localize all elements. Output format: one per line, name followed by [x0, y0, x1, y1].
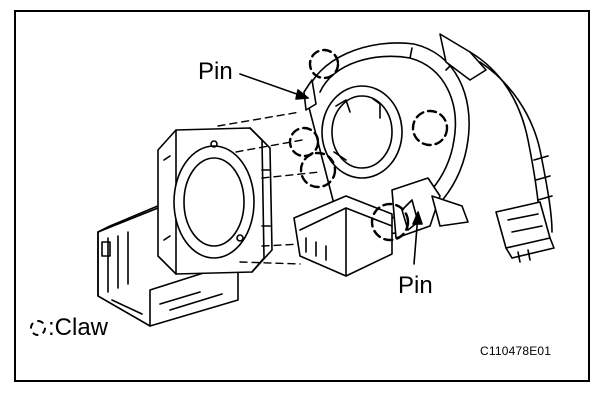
figure-code: C110478E01: [480, 344, 552, 358]
claw-marker: [288, 126, 320, 158]
spiral-cable-assembly: [293, 33, 555, 277]
claw-marker: [299, 151, 337, 189]
claw-marker: [370, 202, 410, 242]
pin-callout-bottom: Pin: [398, 272, 433, 299]
callout-leaders: [239, 73, 423, 265]
claw-legend: :Claw: [30, 314, 108, 342]
figure-border: [14, 10, 590, 382]
claw-marker: [308, 48, 340, 80]
dashed-circle-icon: [30, 320, 46, 336]
steering-sensor-housing: [97, 127, 273, 327]
claw-marker: [411, 109, 449, 147]
pin-callout-top: Pin: [198, 58, 233, 85]
claw-markers: [288, 48, 449, 242]
claw-legend-label: :Claw: [48, 314, 109, 341]
